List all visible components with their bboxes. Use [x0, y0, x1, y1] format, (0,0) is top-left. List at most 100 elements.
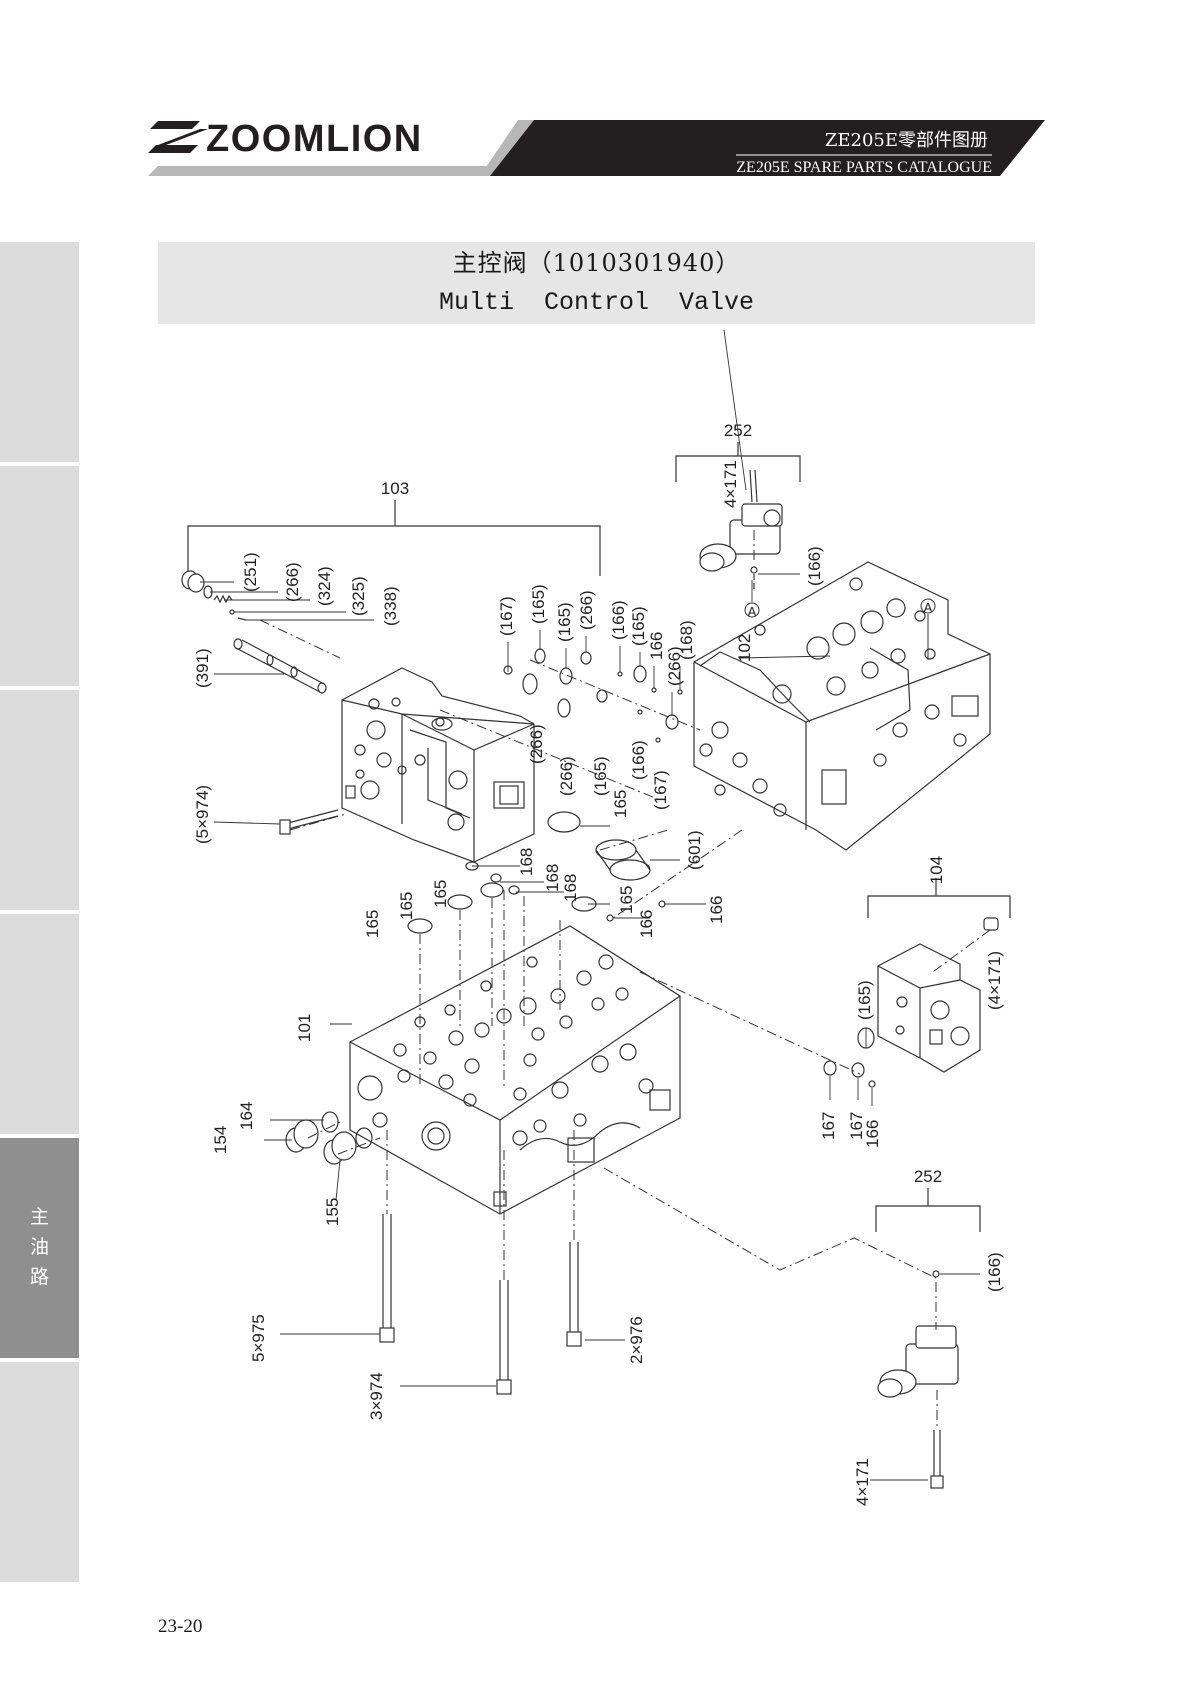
callout-167-d: 167	[847, 1112, 866, 1140]
callout-165-d: (165)	[591, 756, 610, 796]
callout-5x974-paren: (5×974)	[193, 785, 212, 844]
callout-168-d: 168	[561, 874, 580, 902]
section-tab-main-oil-circuit[interactable]: 主油路	[0, 1138, 79, 1358]
catalogue-title-cn: ZE205E零部件图册	[825, 130, 988, 151]
plug-155	[323, 1131, 357, 1165]
page-title-cn: 主控阀（1010301940）	[452, 249, 741, 277]
callout-266-c: (266)	[665, 646, 684, 686]
plug-154	[285, 1119, 319, 1153]
callout-165-h: 165	[431, 880, 450, 908]
section-tab-6[interactable]	[0, 1362, 79, 1582]
brand-wordmark: ZOOMLION	[206, 118, 423, 160]
bolt-5x974-upper	[279, 809, 339, 835]
bolt-2x976	[566, 1242, 582, 1347]
bracket-104	[867, 878, 1011, 918]
pressure-valve-252-top	[699, 469, 783, 592]
callout-167-b: (167)	[651, 770, 670, 810]
callout-5x975: 5×975	[249, 1314, 268, 1362]
section-tab-1[interactable]	[0, 242, 79, 462]
pressure-valve-252-bottom	[877, 1270, 959, 1489]
callout-164: 164	[237, 1102, 256, 1130]
callout-266-e: (266)	[557, 756, 576, 796]
callout-103: 103	[381, 479, 409, 498]
callout-252-bottom: 252	[914, 1167, 942, 1186]
callout-166-top-assy: (166)	[805, 546, 824, 586]
callout-165-g: 165	[397, 892, 416, 920]
callout-2x976: 2×976	[627, 1316, 646, 1364]
callout-165-c: (165)	[629, 606, 648, 646]
callout-154: 154	[211, 1126, 230, 1154]
section-tab-3[interactable]	[0, 690, 79, 910]
leader-lines	[200, 330, 980, 1481]
callout-165-f: 165	[363, 910, 382, 938]
callout-266-b: (266)	[577, 590, 596, 630]
bracket-252-top	[675, 442, 801, 482]
callout-165-j: (165)	[855, 980, 874, 1020]
callout-166-e: 166	[637, 910, 656, 938]
valve-block-104	[877, 943, 981, 1073]
callout-168-b: 168	[517, 848, 536, 876]
plug-251	[181, 570, 205, 593]
callout-165-b: (165)	[555, 602, 574, 642]
callout-155: 155	[323, 1198, 342, 1226]
callout-252-top: 252	[724, 421, 752, 440]
callout-165-a: (165)	[529, 584, 548, 624]
pin-4x171-104	[983, 917, 999, 931]
callout-166-g: 166	[863, 1120, 882, 1148]
callout-391: (391)	[193, 648, 212, 688]
callout-101: 101	[295, 1014, 314, 1042]
bolt-3x974	[496, 1280, 512, 1395]
assembly-guide-lines	[259, 530, 991, 1430]
callout-4x171-104: (4×171)	[985, 951, 1004, 1010]
callout-167-a: (167)	[497, 596, 516, 636]
callout-165-i: 165	[617, 886, 636, 914]
callout-166-bottom-assy: (166)	[985, 1252, 1004, 1292]
page-number: 23-20	[158, 1616, 203, 1637]
callout-4x171-bottom: 4×171	[853, 1458, 872, 1506]
spring-324	[213, 594, 233, 604]
callout-168-a: (168)	[677, 620, 696, 660]
page-title-box: 主控阀（1010301940） Multi Control Valve	[158, 242, 1035, 324]
callout-166-d: (166)	[629, 740, 648, 780]
pin-338	[237, 617, 247, 621]
callout-325: (325)	[349, 576, 368, 616]
callout-601: (601)	[685, 830, 704, 870]
bracket-252-bottom	[875, 1188, 981, 1232]
callout-a-lower: A	[748, 604, 757, 619]
callout-324: (324)	[315, 566, 334, 606]
section-tab-label-active: 主油路	[29, 1206, 49, 1288]
washer-325	[229, 609, 235, 615]
spool-391	[233, 638, 327, 694]
zoomlion-logo-icon	[148, 121, 208, 153]
callout-338: (338)	[381, 586, 400, 626]
catalogue-header: ZOOMLION ZE205E零部件图册 ZE205E SPARE PARTS …	[148, 118, 1045, 176]
valve-block-101	[349, 925, 681, 1215]
callout-a-upper: A	[924, 600, 933, 615]
header-grey-band	[148, 166, 505, 176]
valve-section-103	[341, 667, 535, 863]
callout-165-e: 165	[611, 790, 630, 818]
callout-167-c: 167	[819, 1112, 838, 1140]
callout-3x974: 3×974	[367, 1372, 386, 1420]
solenoid-601	[595, 839, 651, 881]
seal-rings-101	[407, 861, 666, 934]
exploded-parts-diagram: 103 252 104 252 102 101 4×171 (166) A A …	[181, 330, 1011, 1506]
section-tab-4[interactable]	[0, 914, 79, 1134]
bolt-5x975	[379, 1214, 395, 1343]
seal-rings-104	[823, 1027, 876, 1088]
callout-102: 102	[735, 634, 754, 662]
callout-266-d: (266)	[527, 724, 546, 764]
datum-markers	[744, 598, 936, 660]
callout-4x171-top: 4×171	[721, 460, 740, 508]
callout-166-b: (166)	[609, 600, 628, 640]
callout-166-c: 166	[647, 632, 666, 660]
o-ring-164	[321, 1111, 339, 1133]
catalogue-title-en: ZE205E SPARE PARTS CATALOGUE	[736, 159, 992, 176]
callout-166-f: 166	[707, 896, 726, 924]
header-dark-band	[490, 120, 1045, 176]
datum-a-marker-upper	[920, 598, 936, 614]
callout-168-c: 168	[543, 864, 562, 892]
section-tab-2[interactable]	[0, 466, 79, 686]
valve-block-102	[693, 561, 991, 851]
page-title-en: Multi Control Valve	[438, 288, 755, 317]
